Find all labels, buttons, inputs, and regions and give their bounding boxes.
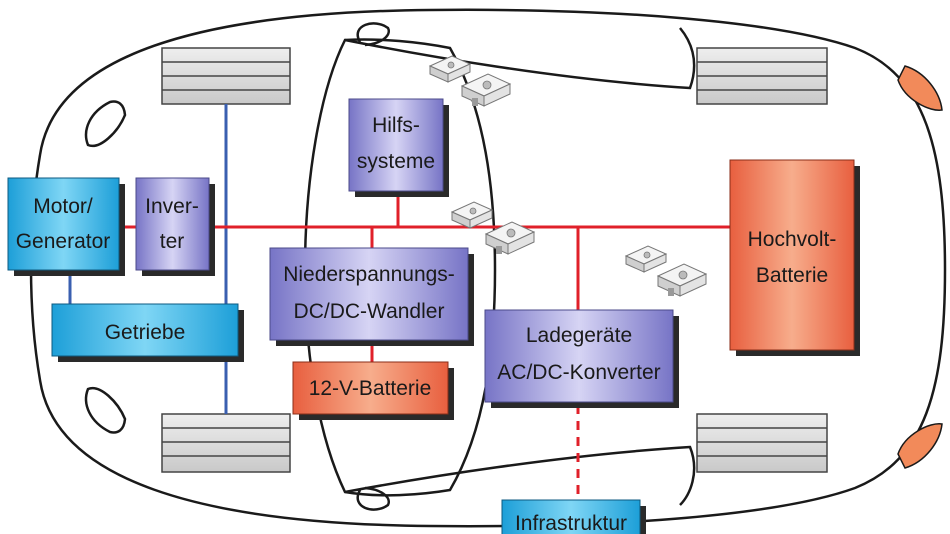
wheel-front-top	[161, 47, 291, 105]
hochvolt-batterie-label-1: Hochvolt-	[748, 228, 837, 251]
motor-generator-label-1: Motor/	[33, 195, 93, 218]
hochvolt-batterie-label-2: Batterie	[756, 264, 828, 287]
inverter-label-1: Inver-	[145, 195, 199, 218]
module-icon	[451, 201, 493, 229]
mirror-right	[356, 486, 391, 511]
wheel-front-bottom	[161, 413, 291, 473]
infrastruktur-label: Infrastruktur	[515, 512, 627, 534]
ladegeraete-box: Ladegeräte AC/DC-Konverter	[484, 309, 679, 408]
inverter-label-2: ter	[160, 230, 185, 253]
windshield-front	[344, 27, 696, 90]
tail-lights	[897, 65, 943, 469]
light-bottom	[897, 423, 943, 469]
mirror-left	[356, 22, 391, 47]
battery-12v-label: 12-V-Batterie	[309, 377, 432, 400]
hilfssysteme-label-2: systeme	[357, 150, 435, 173]
windshield-rear	[344, 445, 696, 506]
wheels	[161, 47, 828, 473]
hilfssysteme-box: Hilfs- systeme	[348, 98, 449, 197]
hochvolt-batterie-box: Hochvolt- Batterie	[729, 159, 860, 356]
front-bumper-detail	[84, 100, 127, 148]
ladegeraete-label-1: Ladegeräte	[526, 324, 632, 347]
car-body	[29, 8, 947, 528]
getriebe-label: Getriebe	[105, 321, 186, 344]
dcdc-wandler-label-2: DC/DC-Wandler	[294, 300, 445, 323]
hilfssysteme-label-1: Hilfs-	[372, 114, 420, 137]
module-icon	[625, 245, 667, 273]
wheel-rear-bottom	[696, 413, 828, 473]
light-top	[897, 65, 943, 111]
rear-bumper-detail	[84, 386, 127, 434]
dcdc-wandler-box: Niederspannungs- DC/DC-Wandler	[269, 247, 474, 346]
wheel-rear-top	[696, 47, 828, 105]
power-lines	[120, 190, 730, 500]
ladegeraete-label-2: AC/DC-Konverter	[497, 361, 660, 384]
module-icon	[657, 263, 707, 297]
battery-12v-box: 12-V-Batterie	[292, 361, 454, 420]
inverter-box: Inver- ter	[135, 177, 215, 276]
motor-generator-box: Motor/ Generator	[7, 177, 125, 276]
getriebe-box: Getriebe	[51, 303, 244, 362]
motor-generator-label-2: Generator	[16, 230, 111, 253]
module-icon	[461, 73, 511, 107]
dcdc-wandler-label-1: Niederspannungs-	[283, 263, 455, 286]
infrastruktur-box: Infrastruktur	[501, 499, 646, 534]
